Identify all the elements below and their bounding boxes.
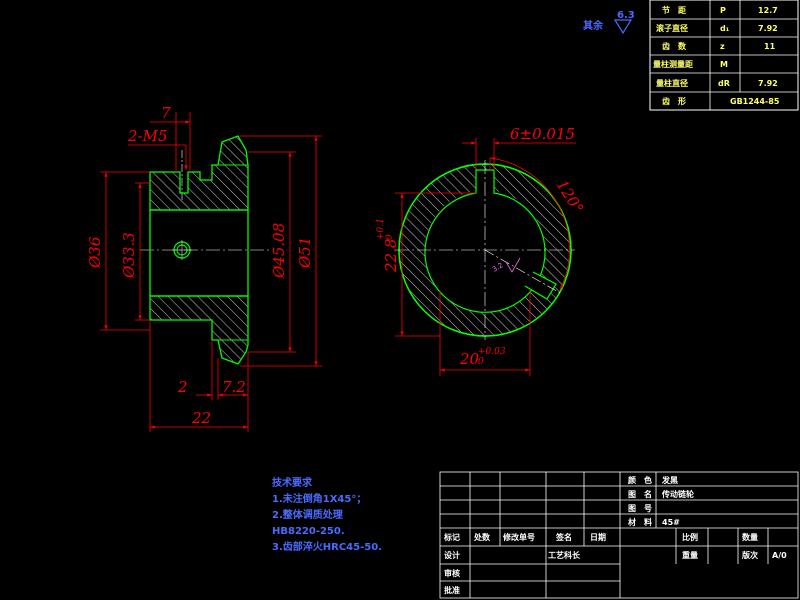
- roughness-value: 6.3: [617, 10, 635, 21]
- dim-dia-51: Ø51: [296, 237, 314, 269]
- dim-len-7-2: 7.2: [222, 378, 246, 396]
- dim-bore-tol-upper: +0.03: [478, 347, 506, 357]
- tech-note-item: 3.齿部淬火HRC45-50.: [272, 540, 382, 553]
- tb-header-sign: 签名: [555, 532, 572, 542]
- tb-color-label: 颜 色: [628, 475, 652, 485]
- dim-height-tol-lower: 0: [385, 234, 395, 240]
- side-view-dimensions: [100, 112, 322, 432]
- tb-header-count: 处数: [473, 532, 491, 542]
- dim-len-2: 2: [177, 378, 188, 396]
- spec-row-symbol: d₁: [720, 24, 730, 33]
- spec-row-symbol: dR: [718, 79, 730, 88]
- side-view-dim-text: 7 2-M5 Ø36 Ø33.3 Ø45.08 Ø51 2 7.2 22: [86, 104, 314, 427]
- tb-quantity: 数量: [742, 532, 758, 542]
- roughness-small-icon: [505, 257, 521, 273]
- front-view-dimensions: [395, 138, 576, 376]
- spec-row-value: 7.92: [758, 79, 778, 88]
- spec-row-name: 齿 数: [662, 41, 687, 51]
- dim-len-22: 22: [191, 409, 211, 427]
- dim-bore: 20: [459, 350, 480, 368]
- tech-notes: 技术要求 1.未注倒角1X45°； 2.整体调质处理 HB8220-250. 3…: [272, 476, 382, 553]
- dim-width-top: 7: [161, 104, 171, 122]
- roughness-label: 其余: [583, 19, 604, 32]
- tb-header-mark: 标记: [443, 532, 460, 542]
- spec-row-name: 量柱测量距: [653, 59, 693, 69]
- dim-height-tol-upper: +0.1: [376, 218, 386, 240]
- tech-note-item: HB8220-250.: [272, 526, 345, 537]
- spec-row-name: 节 距: [662, 5, 686, 15]
- tb-sheet: 版次: [741, 550, 758, 560]
- side-section-view: [140, 135, 270, 365]
- tb-header-change: 修改单号: [502, 532, 535, 542]
- tb-material-value: 45#: [662, 518, 680, 527]
- tb-check: 审核: [444, 568, 460, 578]
- spec-row-name: 滚子直径: [656, 23, 688, 33]
- spec-table: 节 距 P 12.7 滚子直径 d₁ 7.92 齿 数 z 11 量柱测量距 M…: [649, 0, 799, 111]
- tb-weight: 重量: [682, 550, 698, 560]
- spec-row-value: 11: [764, 42, 776, 51]
- dim-dia-45: Ø45.08: [270, 223, 288, 279]
- dim-bore-tol-lower: 0: [478, 357, 484, 367]
- tb-material-label: 材 料: [628, 517, 652, 527]
- front-view: [395, 160, 575, 340]
- spec-row-name: 量柱直径: [656, 78, 688, 88]
- tech-notes-title: 技术要求: [272, 476, 313, 489]
- spec-row-value: GB1244-85: [730, 97, 780, 106]
- dim-key-width: 6±0.015: [510, 125, 575, 143]
- spec-row-value: 7.92: [758, 24, 778, 33]
- tech-note-item: 2.整体调质处理: [272, 508, 343, 521]
- tech-note-item: 1.未注倒角1X45°；: [272, 492, 366, 505]
- spec-row-symbol: P: [720, 6, 726, 15]
- dim-dia-36: Ø36: [86, 236, 104, 269]
- roughness-symbol: 其余 6.3: [583, 10, 635, 35]
- dim-dia-33: Ø33.3: [120, 232, 138, 279]
- spec-row-symbol: M: [720, 60, 728, 69]
- spec-row-symbol: z: [720, 42, 725, 51]
- tb-process: 工艺科长: [548, 550, 581, 560]
- title-block-text: 颜 色 发黑 图 名 传动链轮 图 号 材 料 45# 标记 处数 修改单号 签…: [443, 475, 787, 595]
- title-block: [439, 471, 799, 599]
- tb-name-value: 传动链轮: [661, 489, 694, 499]
- tb-scale: 比例: [682, 532, 698, 542]
- tb-header-date: 日期: [590, 532, 606, 542]
- spec-row-name: 齿 形: [662, 96, 686, 106]
- spec-row-value: 12.7: [758, 6, 778, 15]
- tb-number-label: 图 号: [628, 504, 652, 513]
- tb-color-value: 发黑: [661, 475, 678, 485]
- tb-sheet-value: A/0: [772, 551, 787, 560]
- tb-name-label: 图 名: [628, 489, 652, 499]
- dim-height: 22.8: [382, 239, 400, 273]
- tb-approve: 批准: [444, 585, 460, 595]
- tb-design: 设计: [444, 550, 460, 560]
- dim-thread: 2-M5: [127, 127, 168, 145]
